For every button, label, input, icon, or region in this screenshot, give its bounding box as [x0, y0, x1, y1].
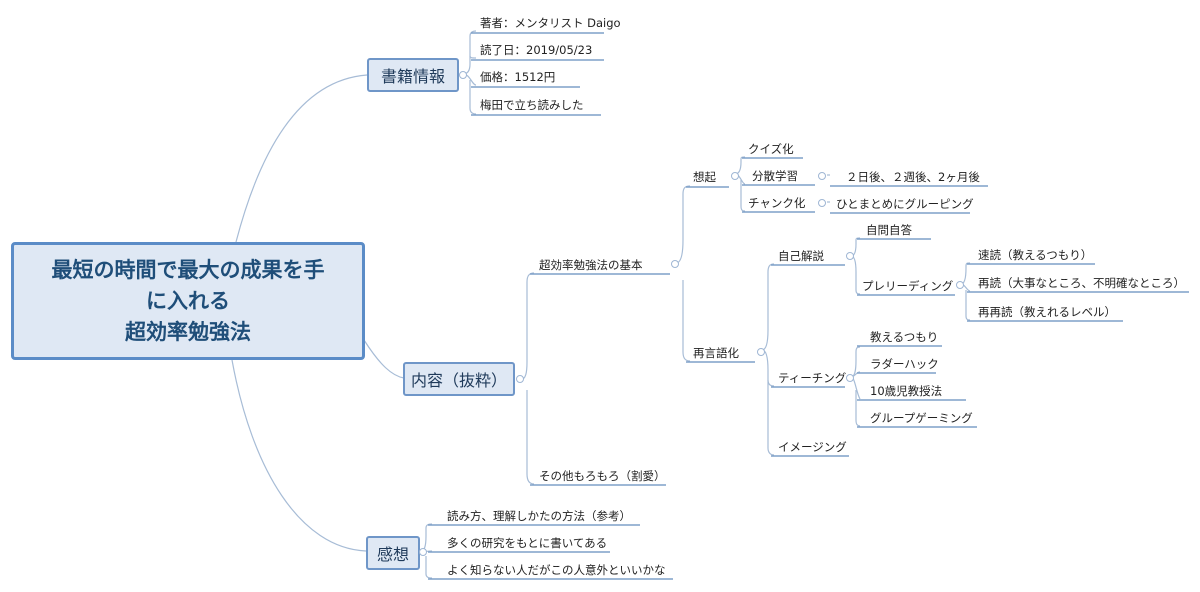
- connector-rephrase-imaging: [767, 380, 775, 456]
- central-topic-line-2: に入れる: [146, 288, 230, 313]
- topic-book-info-label: 書籍情報: [380, 67, 445, 86]
- impression-3[interactable]: よく知らない人だがこの人意外といいかな: [447, 563, 666, 577]
- topic-basic[interactable]: 超効率勉強法の基本: [539, 258, 643, 272]
- book-author[interactable]: 著者：メンタリスト Daigo: [480, 16, 621, 30]
- recall-chunk[interactable]: チャンク化: [748, 196, 806, 210]
- prereading-speed[interactable]: 速読（教えるつもり）: [978, 248, 1093, 262]
- prereading[interactable]: プレリーディング: [862, 279, 954, 293]
- connector-content-basic: [519, 272, 535, 381]
- recall-spaced[interactable]: 分散学習: [752, 169, 798, 183]
- topic-rephrase[interactable]: 再言語化: [693, 346, 739, 360]
- collapse-toggle-recall[interactable]: [731, 172, 739, 180]
- topic-impressions[interactable]: 感想: [366, 536, 420, 570]
- impression-1[interactable]: 読み方、理解しかたの方法（参考）: [447, 509, 631, 523]
- prereading-rereread[interactable]: 再再読（教えれるレベル）: [978, 305, 1116, 319]
- connector-book-1: [462, 30, 477, 75]
- topic-book-info[interactable]: 書籍情報: [367, 58, 459, 92]
- chunk-detail[interactable]: ひとまとめにグルーピング: [836, 197, 974, 211]
- connector-teach-intent: [850, 346, 861, 378]
- collapse-toggle-impressions[interactable]: [419, 548, 427, 556]
- connector-imp-3: [425, 556, 433, 579]
- collapse-toggle-book-info[interactable]: [459, 71, 467, 79]
- connector-basic-recall: [675, 185, 691, 264]
- book-read-date[interactable]: 読了日：2019/05/23: [480, 43, 593, 57]
- connector-root-content: [363, 339, 405, 379]
- collapse-toggle-teaching[interactable]: [846, 374, 854, 382]
- collapse-toggle-spaced[interactable]: [818, 172, 826, 180]
- connector-teach-group: [855, 390, 861, 427]
- topic-content[interactable]: 内容（抜粋）: [403, 362, 515, 396]
- collapse-toggle-rephrase[interactable]: [757, 348, 765, 356]
- collapse-toggle-content[interactable]: [516, 375, 524, 383]
- connector-book-2: [469, 55, 477, 59]
- collapse-toggle-prereading[interactable]: [956, 281, 964, 289]
- topic-impressions-label: 感想: [376, 545, 409, 564]
- collapse-toggle-basic[interactable]: [671, 260, 679, 268]
- rephrase-teaching[interactable]: ティーチング: [778, 371, 847, 385]
- teaching-ten-year-old[interactable]: 10歳児教授法: [870, 384, 943, 398]
- connector-rephrase-self: [761, 263, 775, 351]
- central-topic[interactable]: 最短の時間で最大の成果を手 に入れる 超効率勉強法: [11, 242, 365, 360]
- teaching-rubber-duck[interactable]: ラダーハック: [870, 357, 939, 371]
- topic-content-label: 内容（抜粋）: [410, 371, 507, 390]
- central-topic-line-1: 最短の時間で最大の成果を手: [51, 257, 325, 282]
- self-qa[interactable]: 自問自答: [866, 223, 912, 237]
- connector-root-book: [235, 74, 368, 243]
- connector-recall-chunk: [740, 180, 746, 212]
- central-topic-title: 最短の時間で最大の成果を手 に入れる 超効率勉強法: [52, 255, 325, 348]
- connector-self-preread: [850, 255, 861, 295]
- central-topic-line-3: 超効率勉強法: [125, 319, 251, 344]
- recall-quiz[interactable]: クイズ化: [748, 142, 794, 156]
- teaching-group-gaming[interactable]: グループゲーミング: [870, 411, 973, 425]
- connector-content-others: [526, 390, 535, 485]
- topic-recall[interactable]: 想起: [693, 170, 716, 184]
- book-note[interactable]: 梅田で立ち読みした: [480, 98, 584, 112]
- teaching-intent[interactable]: 教えるつもり: [870, 330, 939, 344]
- rephrase-self-explain[interactable]: 自己解説: [778, 249, 824, 263]
- connector-preread-speed: [960, 262, 971, 285]
- connector-book-4: [469, 80, 477, 115]
- connector-recall-quiz: [734, 156, 746, 175]
- connector-root-impressions: [231, 359, 367, 552]
- collapse-toggle-self-explain[interactable]: [846, 252, 854, 260]
- rephrase-imaging[interactable]: イメージング: [778, 440, 847, 454]
- impression-2[interactable]: 多くの研究をもとに書いてある: [447, 536, 608, 550]
- book-price[interactable]: 価格：1512円: [480, 70, 556, 84]
- connector-preread-rereread: [965, 290, 971, 321]
- connector-basic-rephrase: [682, 280, 691, 362]
- connector-rephrase-teaching: [761, 349, 775, 387]
- prereading-reread[interactable]: 再読（大事なところ、不明確なところ）: [978, 276, 1185, 290]
- spaced-detail[interactable]: ２日後、２週後、2ヶ月後: [846, 170, 980, 184]
- collapse-toggle-chunk[interactable]: [818, 199, 826, 207]
- topic-others[interactable]: その他もろもろ（割愛）: [539, 469, 666, 483]
